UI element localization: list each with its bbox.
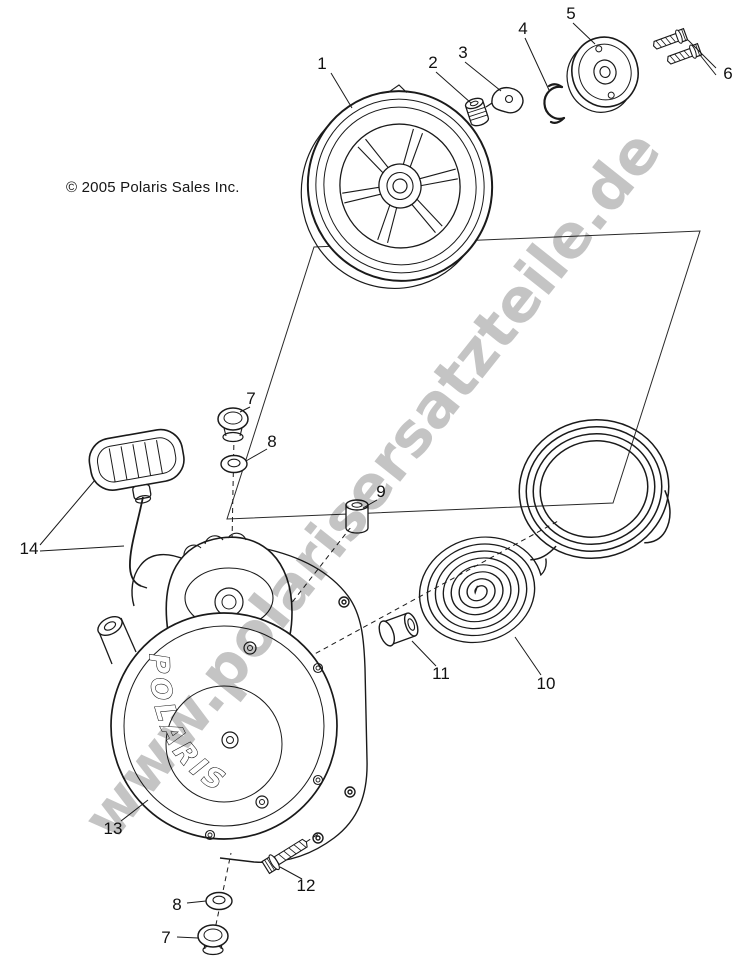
assembly-plane	[226, 230, 701, 520]
washer-bottom	[205, 891, 233, 911]
callout-11: 11	[432, 664, 450, 683]
mounting-bolt	[261, 838, 308, 875]
recoil-pulley	[300, 84, 494, 290]
recoil-housing-cover: POLARIS	[97, 532, 338, 841]
starter-handle	[88, 428, 185, 589]
friction-plate	[566, 36, 639, 113]
cap-plug-bottom	[197, 924, 229, 956]
cap-plug-top	[217, 407, 249, 443]
callout-2: 2	[428, 53, 438, 72]
callout-5: 5	[566, 4, 576, 23]
callout-7-top: 7	[246, 389, 256, 408]
callout-leader-lines	[39, 22, 717, 939]
pawl-spring-clip	[543, 83, 566, 124]
rope-coil	[518, 418, 671, 561]
callout-3: 3	[458, 43, 468, 62]
screw-2	[666, 42, 703, 65]
callout-14: 14	[19, 539, 39, 558]
recoil-spring	[418, 536, 547, 644]
starter-pawl	[485, 86, 524, 114]
callout-13: 13	[103, 819, 123, 838]
callout-10: 10	[536, 674, 556, 693]
pawl-bushing	[464, 97, 490, 127]
callout-8-top: 8	[267, 432, 277, 451]
callout-6: 6	[723, 64, 733, 83]
callout-12: 12	[296, 876, 316, 895]
spacer-bushing	[345, 499, 369, 534]
callout-7-bottom: 7	[161, 928, 171, 947]
copyright-text: © 2005 Polaris Sales Inc.	[66, 179, 240, 196]
center-bushing	[378, 612, 419, 647]
pulley-spokes	[342, 128, 458, 243]
callout-1: 1	[317, 54, 327, 73]
housing-flange	[131, 547, 368, 863]
starter-rope	[129, 496, 144, 587]
callout-8-bottom: 8	[172, 895, 182, 914]
rope-outlet-tube	[97, 615, 137, 665]
screw-1	[652, 27, 689, 50]
callout-4: 4	[518, 19, 528, 38]
washer-top	[220, 454, 248, 474]
callout-9: 9	[376, 482, 386, 501]
